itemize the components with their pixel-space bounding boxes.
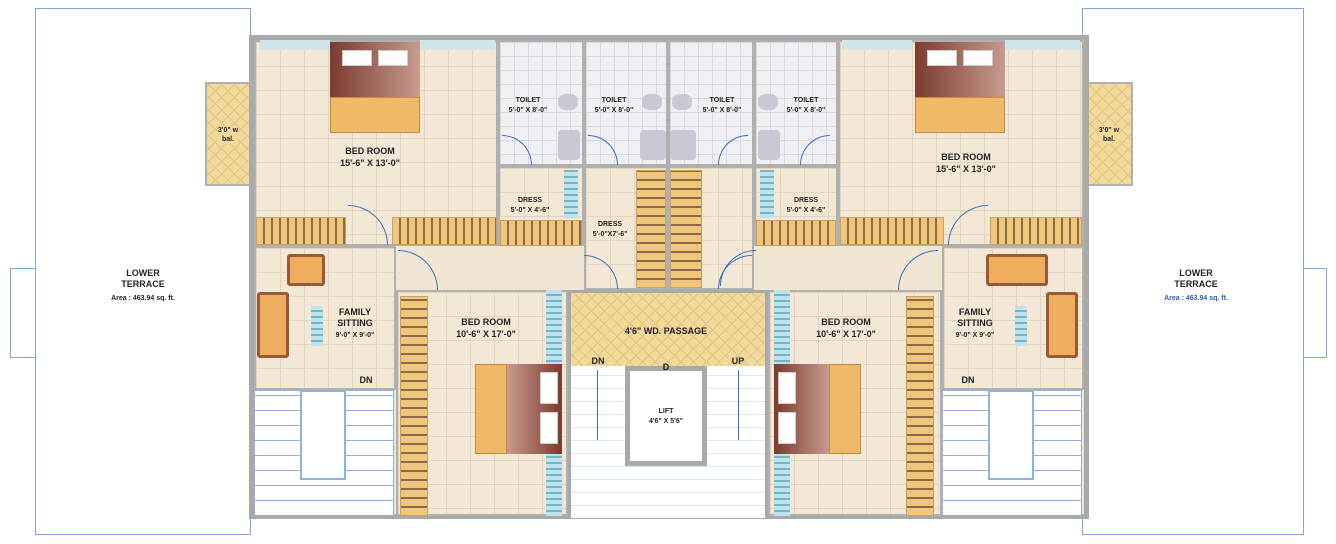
pillow xyxy=(540,412,558,444)
dress-name: DRESS xyxy=(517,197,543,204)
passage xyxy=(568,290,768,366)
coffee-table xyxy=(1015,306,1027,346)
arrow-up-icon xyxy=(738,370,739,440)
stair-well xyxy=(988,390,1034,480)
bedroom-2-name: BED ROOM xyxy=(821,317,871,327)
arrow-down-icon xyxy=(597,370,598,440)
left-balcony-label: 3'0" w bal. xyxy=(217,126,239,144)
bed xyxy=(475,364,507,454)
toilet-fixture xyxy=(672,94,692,110)
basin xyxy=(558,130,580,160)
left-terrace-area: Area : 463.94 sq. ft. xyxy=(111,295,175,302)
wardrobe xyxy=(256,217,346,245)
sofa xyxy=(257,292,289,358)
wardrobe xyxy=(392,217,497,245)
toilet-name: TOILET xyxy=(793,97,819,104)
dress-size: 5'-0"X7'-6" xyxy=(592,231,628,238)
toilet-name: TOILET xyxy=(709,97,735,104)
window xyxy=(1005,40,1080,50)
sofa xyxy=(1046,292,1078,358)
lift xyxy=(625,366,707,466)
left-master-bedroom-name: BED ROOM xyxy=(345,146,395,156)
lift-label: LIFT xyxy=(658,408,674,415)
dress-name: DRESS xyxy=(597,221,623,228)
toilet-fixture xyxy=(642,94,662,110)
pillow xyxy=(963,50,993,66)
window xyxy=(260,40,330,50)
pillow xyxy=(378,50,408,66)
left-terrace-name: LOWER TERRACE xyxy=(121,268,165,289)
basin xyxy=(758,130,780,160)
window xyxy=(420,40,495,50)
lift-size: 4'6" X 5'6" xyxy=(648,418,684,425)
toilet-fixture xyxy=(758,94,778,110)
toilet-size: 5'-0" X 8'-0" xyxy=(508,107,548,114)
wardrobe xyxy=(840,217,944,245)
coffee-table xyxy=(311,306,323,346)
toilet-name: TOILET xyxy=(601,97,627,104)
basin xyxy=(670,130,696,160)
right-master-bedroom-size: 15'-6" X 13'-0" xyxy=(936,164,996,174)
dress-size: 5'-0" X 4'-6" xyxy=(786,207,826,214)
glass-partition xyxy=(564,170,578,218)
pillow xyxy=(778,412,796,444)
pillow xyxy=(778,372,796,404)
wardrobe xyxy=(990,217,1082,245)
left-master-bedroom-size: 15'-6" X 13'-0" xyxy=(340,158,400,168)
wardrobe xyxy=(670,170,702,288)
right-terrace-area: Area : 463.94 sq. ft. xyxy=(1164,295,1228,302)
wardrobe xyxy=(500,220,582,246)
stair-dn-label: DN xyxy=(591,356,605,366)
family-size: 9'-0" X 9'-0" xyxy=(335,332,375,339)
right-master-bedroom-name: BED ROOM xyxy=(941,152,991,162)
stair-well xyxy=(300,390,346,480)
dress-name: DRESS xyxy=(793,197,819,204)
right-balcony-label: 3'0" w bal. xyxy=(1098,126,1120,144)
toilet-size: 5'-0" X 8'-0" xyxy=(594,107,634,114)
family-name: FAMILY SITTING xyxy=(337,307,373,328)
wardrobe xyxy=(906,296,934,516)
window xyxy=(842,40,912,50)
family-name: FAMILY SITTING xyxy=(957,307,993,328)
toilet-size: 5'-0" X 8'-0" xyxy=(786,107,826,114)
dress-size: 5'-0" X 4'-6" xyxy=(510,207,550,214)
pillow xyxy=(342,50,372,66)
left-terrace-tab xyxy=(10,268,36,358)
lift-door-label: D xyxy=(662,362,670,372)
bed xyxy=(829,364,861,454)
wardrobe xyxy=(756,220,836,246)
stair-dn-label: DN xyxy=(961,375,975,385)
pillow xyxy=(927,50,957,66)
sofa xyxy=(287,254,325,286)
right-terrace-name: LOWER TERRACE xyxy=(1174,268,1218,289)
wardrobe xyxy=(636,170,666,288)
toilet-size: 5'-0" X 8'-0" xyxy=(702,107,742,114)
wardrobe xyxy=(400,296,428,516)
passage-label: 4'6" WD. PASSAGE xyxy=(624,326,708,336)
stair-dn-label: DN xyxy=(359,375,373,385)
family-size: 9'-0" X 9'-0" xyxy=(955,332,995,339)
bed-mattress xyxy=(330,97,420,133)
bedroom-2-size: 10'-6" X 17'-0" xyxy=(816,329,876,339)
toilet-name: TOILET xyxy=(515,97,541,104)
pillow xyxy=(540,372,558,404)
toilet-fixture xyxy=(558,94,578,110)
bed-mattress xyxy=(915,97,1005,133)
right-terrace-tab xyxy=(1303,268,1327,358)
bedroom-2-name: BED ROOM xyxy=(461,317,511,327)
stair-up-label: UP xyxy=(731,356,745,366)
bedroom-2-size: 10'-6" X 17'-0" xyxy=(456,329,516,339)
sofa xyxy=(986,254,1048,286)
glass-partition xyxy=(760,170,774,218)
basin xyxy=(640,130,666,160)
